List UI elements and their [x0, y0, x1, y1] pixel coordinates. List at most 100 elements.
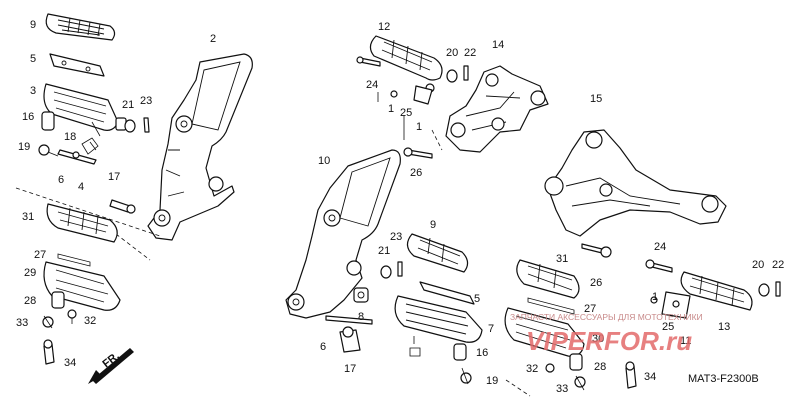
assembly-line-left-a: [15, 187, 161, 237]
callout-24b: 24: [654, 241, 666, 253]
callout-34b: 34: [644, 371, 656, 383]
pin-6-center: [325, 315, 373, 325]
footpeg-rubber-9-center: [406, 233, 469, 273]
passenger-footpeg-12: [369, 35, 443, 93]
callout-31b: 31: [556, 253, 568, 265]
callout-17: 17: [108, 171, 120, 183]
callout-15: 15: [590, 93, 602, 105]
leader-lines-center: [377, 92, 405, 140]
callout-2: 2: [210, 33, 216, 45]
callout-26b: 26: [590, 277, 602, 289]
callout-10: 10: [318, 155, 330, 167]
callout-32b: 32: [526, 363, 538, 375]
cotter-pin-23-left: [143, 117, 150, 133]
callout-25: 25: [400, 107, 412, 119]
washer-21-left: [124, 119, 136, 133]
collar-16-center: [453, 343, 467, 361]
assembly-line-left-b: [115, 233, 151, 261]
callout-21b: 21: [378, 245, 390, 257]
bolt-33-right: [574, 375, 586, 391]
callout-23b: 23: [390, 231, 402, 243]
bolt-34-left: [43, 339, 55, 365]
step-bracket-10: [285, 149, 401, 319]
callout-20b: 20: [752, 259, 764, 271]
leader-line: [91, 121, 101, 137]
callout-27b: 27: [584, 303, 596, 315]
footpeg-30-right: [504, 307, 585, 357]
callout-29: 29: [24, 267, 36, 279]
watermark-logo: VIPERFOR.ru: [526, 326, 692, 356]
bolt-17-center: [339, 326, 361, 353]
callout-1c: 1: [652, 291, 658, 303]
ball-1-center: [390, 90, 398, 98]
clip-18-center: [409, 336, 421, 357]
callout-22b: 22: [772, 259, 784, 271]
callout-3: 3: [30, 85, 36, 97]
passenger-bracket-15: [544, 129, 727, 237]
callout-11: 11: [680, 335, 691, 347]
washer-21-center: [380, 265, 392, 279]
cotter-pin-22-center: [463, 65, 469, 81]
callout-34: 34: [64, 357, 76, 369]
callout-6b: 6: [320, 341, 326, 353]
footpeg-rubber-left: [45, 13, 116, 41]
pin-27-right: [527, 297, 575, 315]
passenger-bracket-14: [445, 65, 549, 153]
pin-head: [72, 151, 80, 159]
callout-1b: 1: [416, 121, 422, 133]
bolt-24-right: [645, 259, 673, 273]
callout-5: 5: [30, 53, 36, 65]
front-direction-arrow-icon: [88, 348, 134, 384]
callout-27: 27: [34, 249, 46, 261]
callout-22: 22: [464, 47, 476, 59]
ball-1-right: [650, 296, 658, 304]
bolt-26-center: [403, 147, 433, 159]
direction-label: FR.: [100, 350, 121, 370]
callout-20: 20: [446, 47, 458, 59]
spring-plate-25-center: [413, 85, 433, 105]
callout-17b: 17: [344, 363, 356, 375]
footpeg-left: [43, 83, 127, 131]
callout-32: 32: [84, 315, 96, 327]
callout-25b: 25: [662, 321, 674, 333]
callout-28: 28: [24, 295, 36, 307]
callout-26: 26: [410, 167, 422, 179]
bolt-32-left: [67, 309, 77, 324]
footpeg-rubber-31-left: [46, 203, 118, 243]
pin-27-left: [57, 253, 91, 267]
callout-8: 8: [358, 311, 364, 323]
watermark: ЗАПЧАСТИ АКСЕССУАРЫ ДЛЯ МОТОТЕХНИКИ VIPE…: [510, 312, 703, 356]
collar-left: [41, 111, 55, 131]
assembly-line-center: [431, 129, 443, 151]
callout-33: 33: [16, 317, 28, 329]
bolt-26-right: [581, 243, 612, 258]
callout-18: 18: [64, 131, 76, 143]
spring-4-left: [81, 137, 99, 155]
callout-28b: 28: [594, 361, 606, 373]
footpeg-7-center: [394, 295, 483, 343]
cotter-pin-23-center: [397, 261, 403, 277]
footpeg-plate-5-center: [419, 281, 475, 305]
drawing-code: MAT3-F2300B: [688, 373, 759, 385]
callout-9: 9: [30, 19, 36, 31]
callout-21: 21: [122, 99, 134, 111]
footpeg-rubber-31-right: [516, 259, 580, 299]
callout-23: 23: [140, 95, 152, 107]
cotter-pin-22-right: [775, 281, 781, 297]
spring-8-center: [353, 287, 369, 303]
washer-20-center: [446, 69, 458, 83]
step-bracket-left: [147, 53, 253, 241]
bolt-17-left: [109, 199, 136, 214]
bolt-32-right: [545, 363, 555, 373]
bolt-19-left: [38, 144, 59, 157]
collar-28-left: [51, 291, 65, 309]
callout-30: 30: [592, 333, 604, 345]
watermark-caption: ЗАПЧАСТИ АКСЕССУАРЫ ДЛЯ МОТОТЕХНИКИ: [510, 312, 703, 322]
callout-6: 6: [58, 174, 64, 186]
assembly-line-right: [505, 379, 531, 397]
passenger-footpeg-13: [680, 271, 753, 311]
collar-28-right: [569, 353, 583, 371]
callout-19b: 19: [486, 375, 498, 387]
